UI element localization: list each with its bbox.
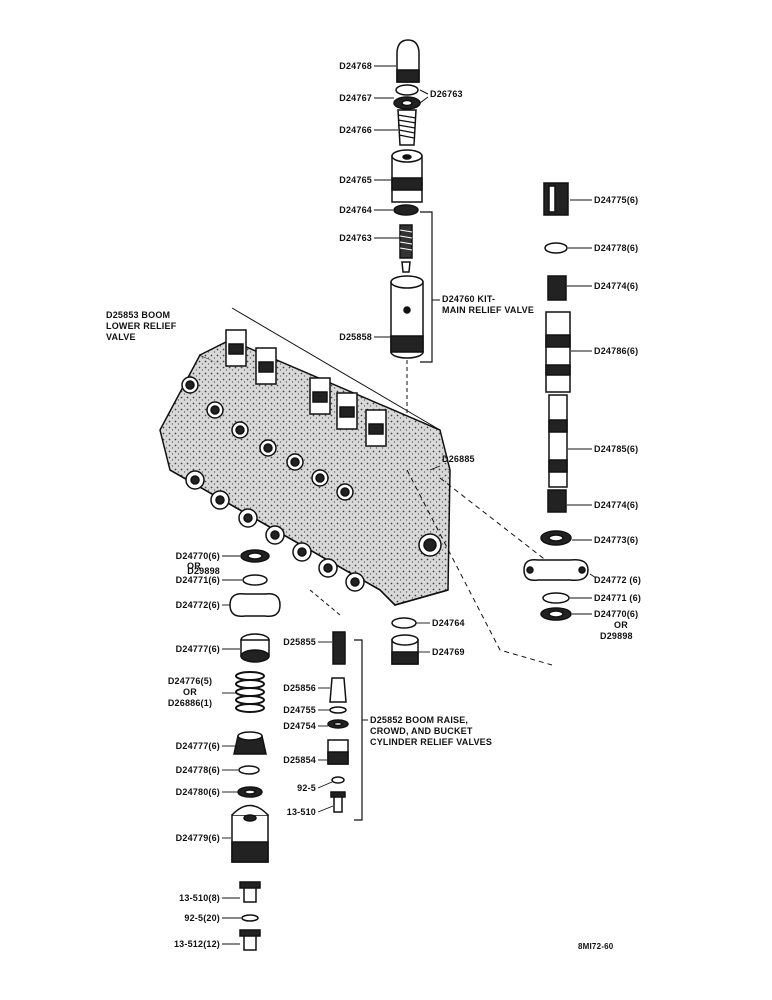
label-d24776-2: OR	[183, 687, 197, 697]
label-d25855: D25855	[283, 637, 316, 647]
label-d24774-a: D24774(6)	[594, 281, 639, 291]
label-d24772-left: D24772(6)	[175, 600, 220, 610]
label-d24774-b: D24774(6)	[594, 500, 639, 510]
label-boom-raise-kit-2: CROWD, AND BUCKET	[370, 726, 473, 736]
label-d24764-low: D24764	[432, 618, 465, 628]
label-d24778-left: D24778(6)	[175, 765, 220, 775]
label-d24776-3: D26886(1)	[167, 698, 213, 708]
label-bolt-13-510: 13-510	[286, 807, 316, 817]
label-d24772-right: D24772 (6)	[594, 575, 642, 585]
label-d25858: D25858	[339, 332, 372, 342]
main-relief-valve-stack	[390, 39, 424, 359]
label-d24771-right: D24771 (6)	[594, 593, 642, 603]
label-d24786: D24786(6)	[594, 346, 639, 356]
label-d26763: D26763	[430, 89, 463, 99]
label-d24780: D24780(6)	[175, 787, 220, 797]
leader-lines	[222, 65, 597, 945]
label-boom-lower-3: VALVE	[106, 332, 136, 342]
label-washer-92-5: 92-5	[297, 783, 316, 793]
label-d24770-left-2: OR	[187, 561, 201, 571]
label-d24778-right: D24778(6)	[594, 243, 639, 253]
figure-code: 8MI72-60	[578, 942, 614, 951]
right-spool-stack	[523, 182, 589, 621]
label-boom-lower-1: D25853 BOOM	[106, 310, 171, 320]
label-d24766: D24766	[339, 125, 372, 135]
label-d24754: D24754	[283, 721, 316, 731]
label-d25854: D25854	[283, 755, 316, 765]
label-d24770-right-1: D24770(6)	[594, 609, 639, 619]
label-d24770-right-2: OR	[614, 620, 628, 630]
label-d24763: D24763	[339, 233, 372, 243]
label-bolt-13-510-8: 13-510(8)	[179, 893, 220, 903]
label-d24764-top: D24764	[339, 205, 372, 215]
label-d24765: D24765	[339, 175, 372, 185]
label-bolt-13-512-12: 13-512(12)	[173, 939, 220, 949]
label-d24779: D24779(6)	[175, 833, 220, 843]
label-d24785: D24785(6)	[594, 444, 639, 454]
label-d24777-b: D24777(6)	[175, 741, 220, 751]
center-relief-valve-stack	[327, 617, 419, 813]
label-d24755: D24755	[283, 705, 316, 715]
label-boom-raise-kit-3: CYLINDER RELIEF VALVES	[370, 737, 493, 747]
label-d24767: D24767	[339, 93, 372, 103]
label-main-relief-kit-2: MAIN RELIEF VALVE	[442, 305, 535, 315]
label-boom-raise-kit-1: D25852 BOOM RAISE,	[370, 715, 469, 725]
label-boom-lower-2: LOWER RELIEF	[106, 321, 177, 331]
label-d24770-left-1: D24770(6)	[175, 551, 220, 561]
left-spool-end-stack	[229, 549, 281, 951]
label-d24768: D24768	[339, 61, 372, 71]
label-d24770-left-3: D29898	[187, 566, 220, 576]
label-washer-92-5-20: 92-5(20)	[184, 913, 220, 923]
label-d25856: D25856	[283, 683, 316, 693]
label-d26885: D26885	[442, 454, 475, 464]
label-d24775: D24775(6)	[594, 195, 639, 205]
label-main-relief-kit-1: D24760 KIT-	[442, 294, 496, 304]
label-d24773: D24773(6)	[594, 535, 639, 545]
valve-body	[159, 329, 451, 606]
label-d24771-left: D24771(6)	[175, 575, 220, 585]
label-d24776-1: D24776(5)	[167, 676, 213, 686]
label-d24770-right-3: D29898	[600, 631, 633, 641]
label-d24777-a: D24777(6)	[175, 644, 220, 654]
label-d24769: D24769	[432, 647, 465, 657]
